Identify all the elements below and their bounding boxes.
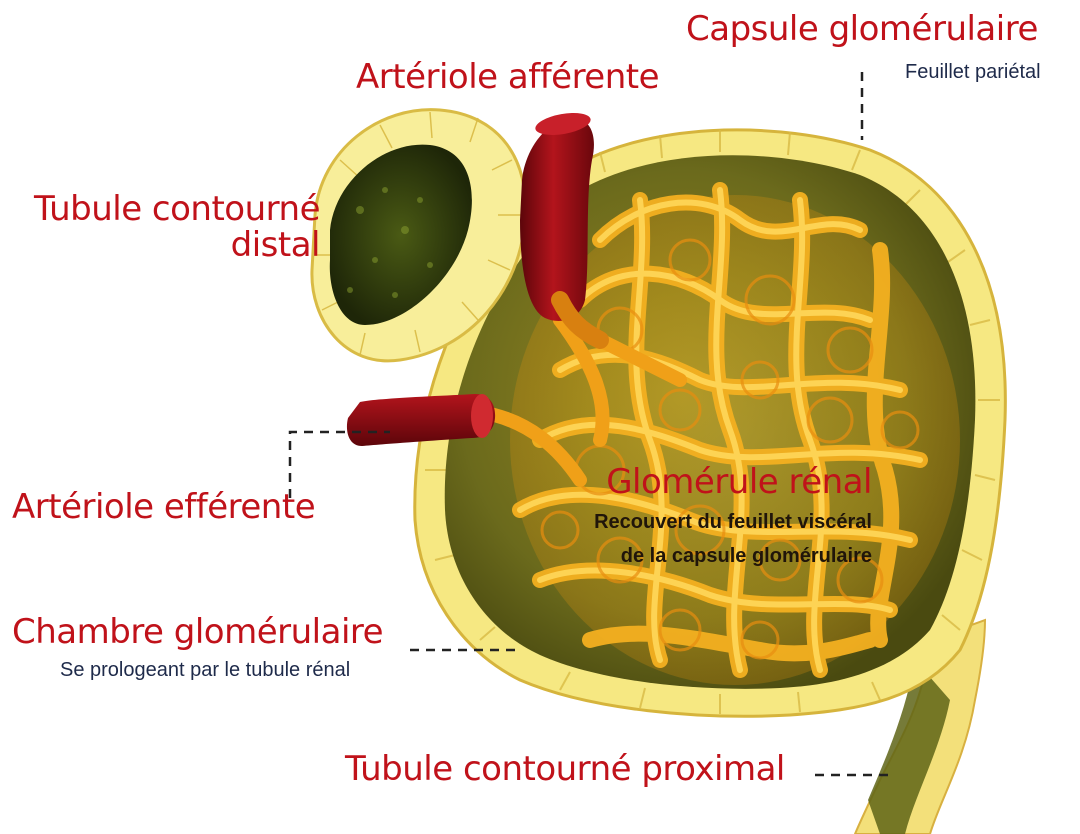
label-tubule-distal-line1: Tubule contourné — [8, 192, 320, 228]
label-glomerule-renal: Glomérule rénal — [560, 465, 872, 501]
label-glomerule-sub1: Recouvert du feuillet viscéral — [540, 510, 872, 534]
label-tubule-distal: Tubule contourné distal — [8, 192, 320, 263]
label-glomerule-sub2: de la capsule glomérulaire — [540, 544, 872, 568]
label-arteriole-afferente: Artériole afférente — [356, 60, 659, 96]
label-feuillet-parietal: Feuillet pariétal — [905, 60, 1041, 84]
label-tubule-distal-line2: distal — [8, 228, 320, 264]
label-tubule-proximal: Tubule contourné proximal — [345, 752, 785, 788]
label-chambre-sub: Se prologeant par le tubule rénal — [60, 658, 350, 682]
label-chambre-glomerulaire: Chambre glomérulaire — [12, 615, 383, 651]
label-arteriole-efferente: Artériole efférente — [12, 490, 315, 526]
label-capsule-glomerulaire: Capsule glomérulaire — [686, 12, 1038, 48]
